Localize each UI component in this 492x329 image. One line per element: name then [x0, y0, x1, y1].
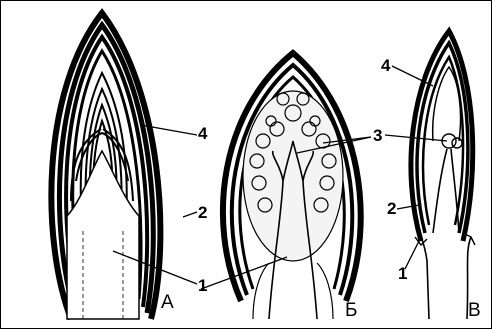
- label-a-1: 1: [198, 277, 207, 294]
- bud-a: [51, 13, 160, 319]
- label-c-1: 1: [398, 265, 407, 282]
- panel-letter-b: Б: [345, 301, 357, 320]
- bud-b: [223, 53, 361, 319]
- bud-c: [411, 31, 475, 319]
- label-c-2: 2: [387, 200, 396, 217]
- panel-letter-a: А: [161, 293, 174, 312]
- label-a-4: 4: [198, 125, 207, 142]
- label-a-2: 2: [198, 204, 207, 221]
- label-b-3: 3: [373, 127, 382, 144]
- label-c-4: 4: [381, 57, 390, 74]
- inflorescence-rudiment-b: [243, 91, 343, 261]
- panel-letter-c: В: [468, 301, 481, 320]
